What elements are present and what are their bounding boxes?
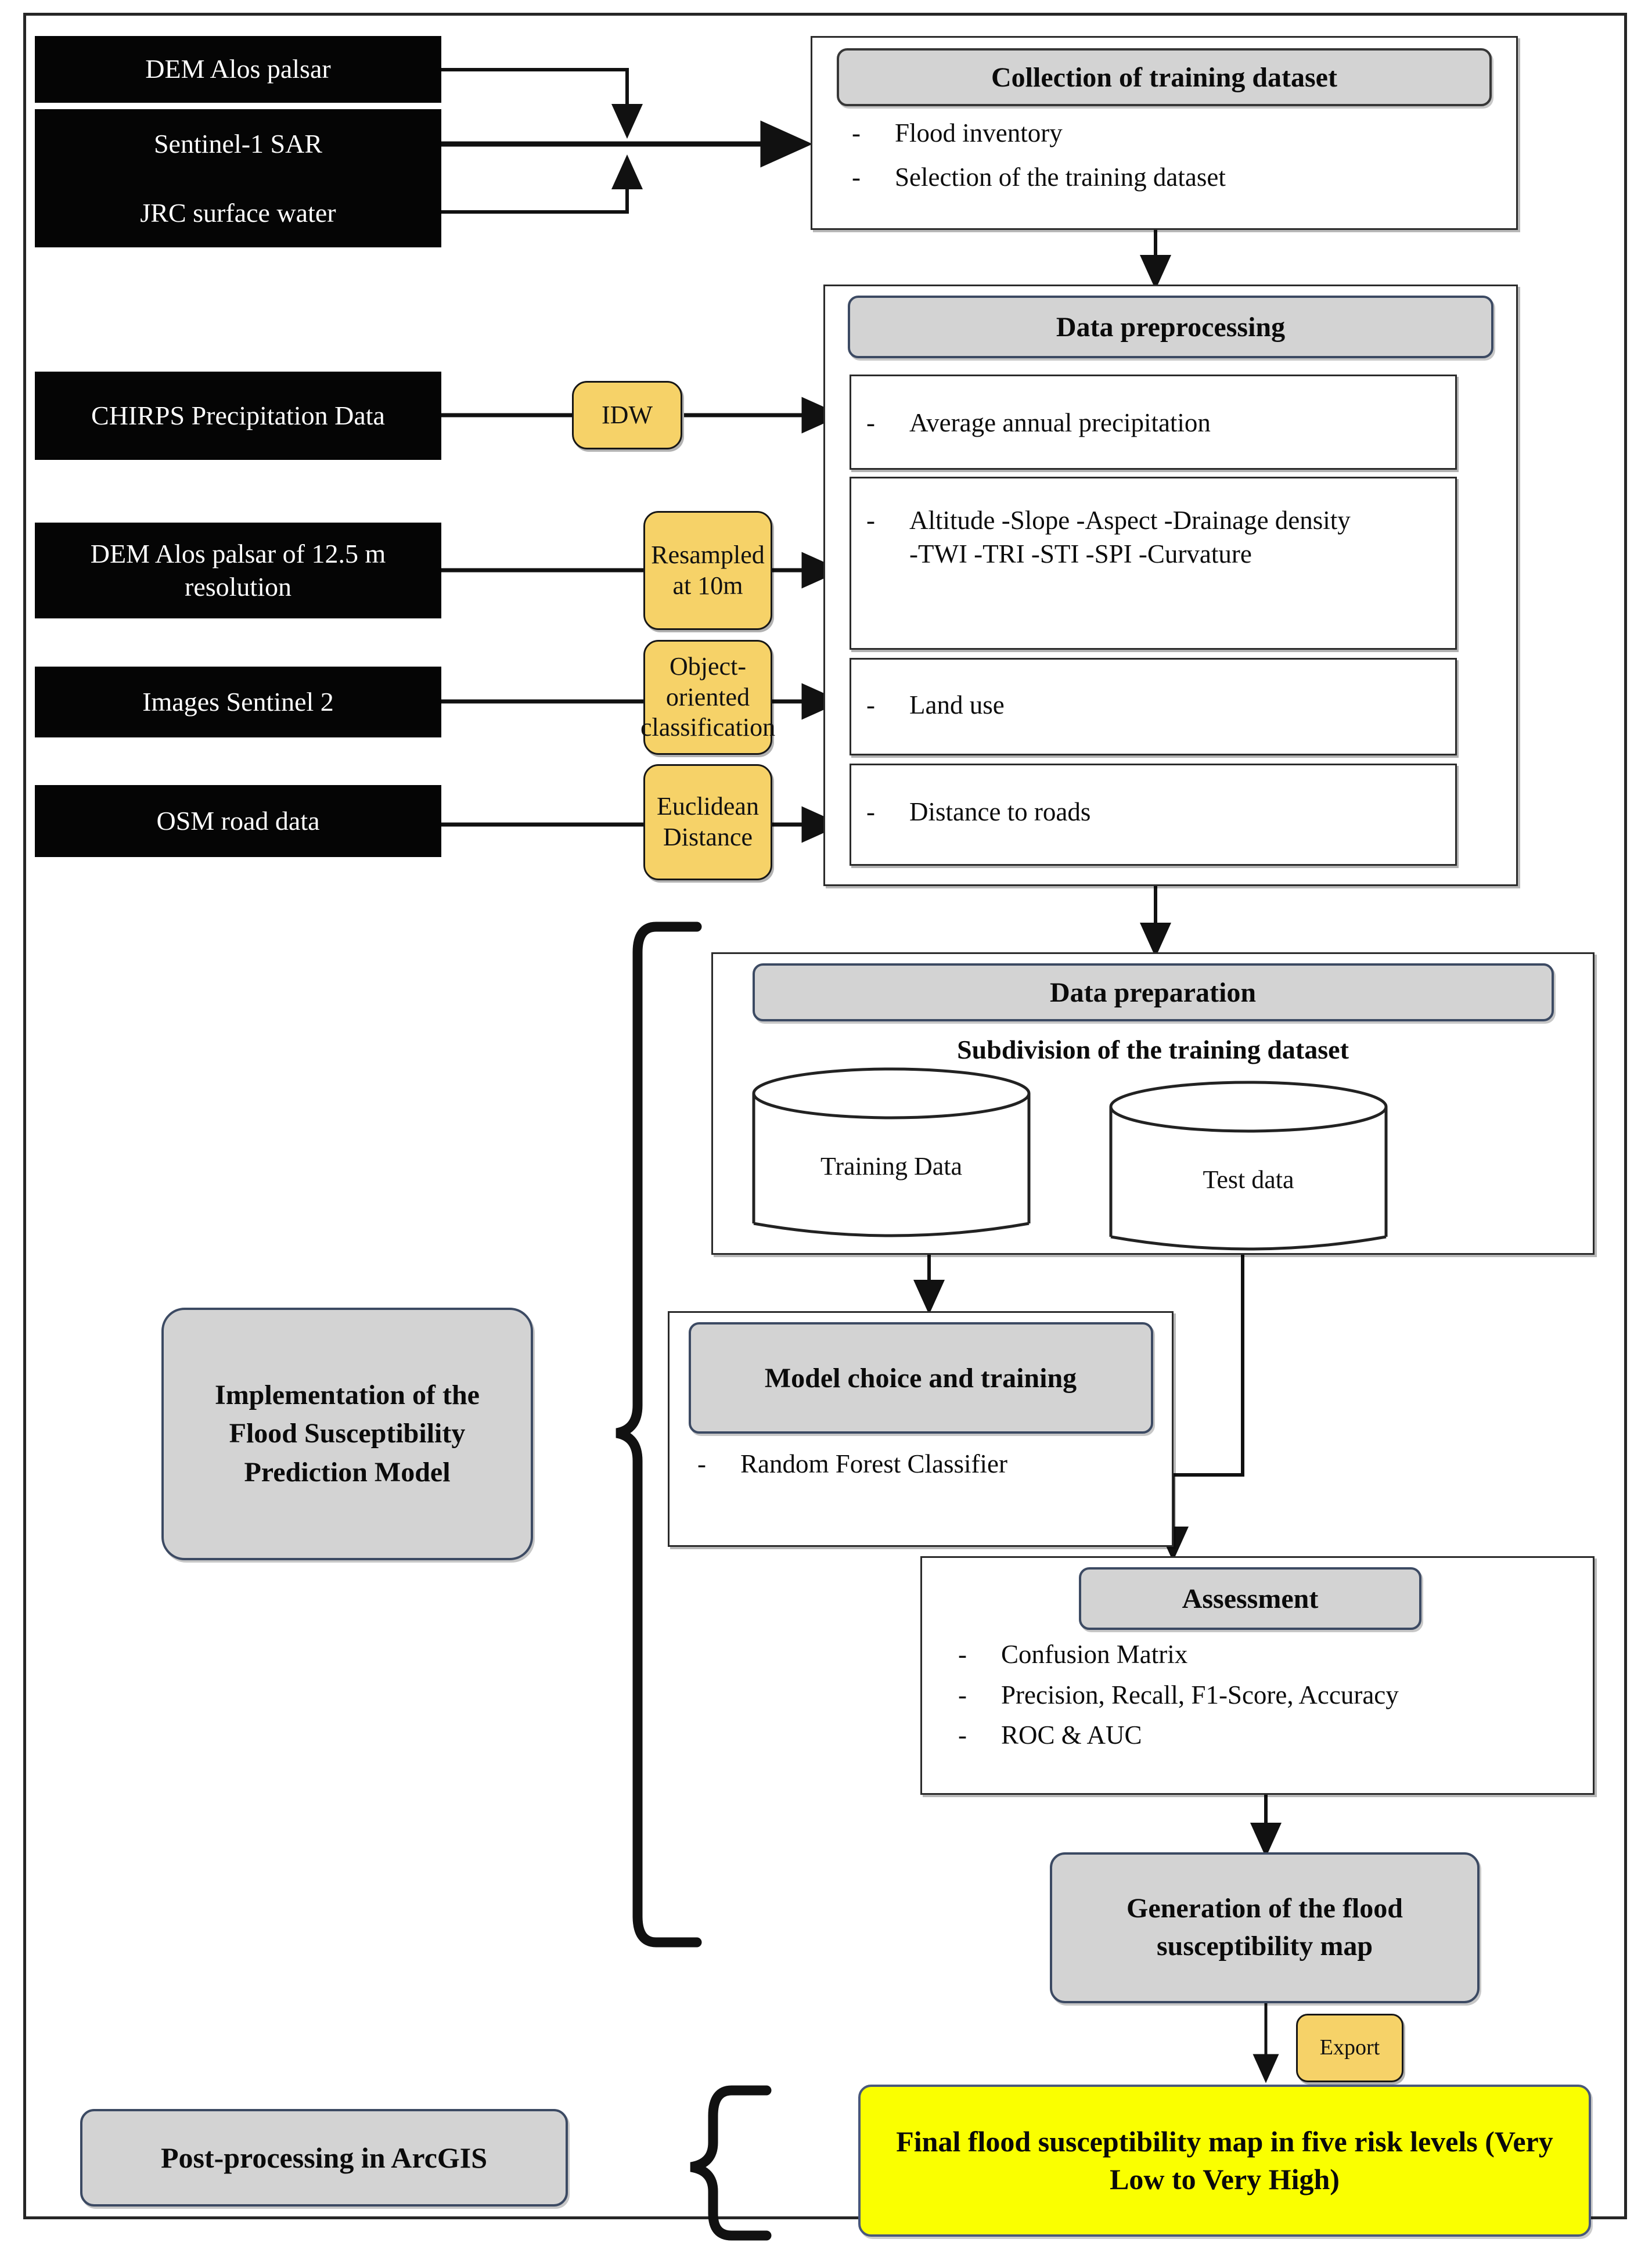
bullet-dash: - bbox=[958, 1721, 967, 1750]
process-label: Object-oriented classification bbox=[640, 652, 776, 742]
model-item-label: Random Forest Classifier bbox=[740, 1449, 1007, 1478]
preprocessing-header: Data preprocessing bbox=[848, 296, 1493, 358]
preprocessing-container: Data preprocessing - Average annual prec… bbox=[823, 285, 1518, 886]
source-label: JRC surface water bbox=[140, 197, 336, 228]
process-resampled-10m[interactable]: Resampled at 10m bbox=[643, 511, 772, 630]
collection-container: Collection of training dataset - Flood i… bbox=[811, 36, 1518, 230]
preprocessing-item: - Altitude -Slope -Aspect -Drainage dens… bbox=[851, 504, 1455, 571]
source-label: CHIRPS Precipitation Data bbox=[91, 400, 385, 430]
preprocessing-item-label: Distance to roads bbox=[909, 797, 1091, 826]
cylinder-label-text: Training Data bbox=[820, 1152, 963, 1180]
assessment-item: - Precision, Recall, F1-Score, Accuracy bbox=[943, 1679, 1593, 1712]
cylinder-training-data: Training Data bbox=[749, 1066, 1034, 1251]
collection-header: Collection of training dataset bbox=[837, 48, 1492, 106]
collection-item-label: Flood inventory bbox=[895, 118, 1063, 147]
source-dem-alos-12-5m: DEM Alos palsar of 12.5 m resolution bbox=[35, 523, 441, 618]
source-osm-road-data: OSM road data bbox=[35, 785, 441, 857]
process-export[interactable]: Export bbox=[1296, 2014, 1403, 2082]
preprocessing-title: Data preprocessing bbox=[1056, 311, 1286, 343]
assessment-item-label: ROC & AUC bbox=[1001, 1721, 1142, 1750]
bullet-dash: - bbox=[852, 162, 861, 192]
source-sentinel1-sar: Sentinel-1 SAR bbox=[35, 109, 441, 179]
model-header: Model choice and training bbox=[688, 1322, 1153, 1434]
process-idw[interactable]: IDW bbox=[572, 381, 682, 449]
source-chirps-precipitation: CHIRPS Precipitation Data bbox=[35, 372, 441, 460]
final-output-box: Final flood susceptibility map in five r… bbox=[858, 2085, 1591, 2237]
assessment-item-label: Confusion Matrix bbox=[1001, 1640, 1188, 1669]
preprocessing-item-box-terrain: - Altitude -Slope -Aspect -Drainage dens… bbox=[850, 477, 1457, 650]
bullet-dash: - bbox=[866, 408, 875, 437]
bullet-dash: - bbox=[958, 1680, 967, 1709]
postprocessing-title: Post-processing in ArcGIS bbox=[160, 2141, 488, 2174]
source-label: DEM Alos palsar of 12.5 m resolution bbox=[90, 539, 386, 602]
cylinder-test-data: Test data bbox=[1106, 1079, 1391, 1265]
preprocessing-item: - Land use bbox=[851, 689, 1455, 722]
process-label: IDW bbox=[602, 400, 653, 429]
source-dem-alos-palsar: DEM Alos palsar bbox=[35, 36, 441, 103]
source-images-sentinel2: Images Sentinel 2 bbox=[35, 667, 441, 737]
implementation-box: Implementation of the Flood Susceptibili… bbox=[161, 1308, 533, 1560]
bullet-dash: - bbox=[866, 690, 875, 719]
model-item: - Random Forest Classifier bbox=[682, 1448, 1172, 1481]
collection-item: - Flood inventory bbox=[837, 117, 1516, 150]
collection-title: Collection of training dataset bbox=[991, 62, 1337, 93]
bullet-dash: - bbox=[866, 797, 875, 826]
source-label: DEM Alos palsar bbox=[145, 54, 331, 84]
preprocessing-item: - Distance to roads bbox=[851, 796, 1455, 829]
preparation-subtitle-text: Subdivision of the training dataset bbox=[957, 1035, 1349, 1064]
cylinder-label-text: Test data bbox=[1203, 1165, 1294, 1194]
implementation-title: Implementation of the Flood Susceptibili… bbox=[215, 1380, 480, 1488]
collection-item-label: Selection of the training dataset bbox=[895, 162, 1226, 192]
preprocessing-item-label: Land use bbox=[909, 690, 1005, 719]
generation-title: Generation of the flood susceptibility m… bbox=[1126, 1893, 1403, 1961]
generation-box: Generation of the flood susceptibility m… bbox=[1050, 1852, 1480, 2003]
process-object-oriented-classification[interactable]: Object-oriented classification bbox=[640, 640, 776, 755]
preprocessing-item-label: Altitude -Slope -Aspect -Drainage densit… bbox=[909, 506, 1351, 568]
preparation-header: Data preparation bbox=[752, 963, 1554, 1021]
assessment-item-label: Precision, Recall, F1-Score, Accuracy bbox=[1001, 1680, 1399, 1709]
preprocessing-item-box-roads: - Distance to roads bbox=[850, 764, 1457, 866]
assessment-container: Assessment - Confusion Matrix - Precisio… bbox=[920, 1556, 1595, 1795]
preparation-title: Data preparation bbox=[1049, 977, 1257, 1008]
source-label: Sentinel-1 SAR bbox=[153, 128, 323, 159]
source-label: OSM road data bbox=[156, 805, 320, 836]
assessment-header: Assessment bbox=[1079, 1567, 1421, 1630]
process-label: Resampled at 10m bbox=[651, 540, 765, 600]
process-label: Export bbox=[1319, 2035, 1380, 2060]
model-title: Model choice and training bbox=[764, 1362, 1077, 1394]
assessment-item: - Confusion Matrix bbox=[943, 1638, 1593, 1672]
bullet-dash: - bbox=[852, 118, 861, 147]
preprocessing-item-box-precipitation: - Average annual precipitation bbox=[850, 375, 1457, 470]
postprocessing-box: Post-processing in ArcGIS bbox=[80, 2109, 568, 2207]
bullet-dash: - bbox=[866, 506, 875, 535]
source-label: Images Sentinel 2 bbox=[142, 686, 334, 717]
assessment-item: - ROC & AUC bbox=[943, 1719, 1593, 1752]
preprocessing-item: - Average annual precipitation bbox=[851, 406, 1455, 440]
preprocessing-item-box-landuse: - Land use bbox=[850, 658, 1457, 755]
cylinder-test-data-label: Test data bbox=[1106, 1165, 1391, 1194]
assessment-title: Assessment bbox=[1182, 1583, 1319, 1614]
source-jrc-surface-water: JRC surface water bbox=[35, 179, 441, 247]
process-label: Euclidean Distance bbox=[657, 792, 759, 851]
collection-item: - Selection of the training dataset bbox=[837, 161, 1516, 195]
preprocessing-item-label: Average annual precipitation bbox=[909, 408, 1211, 437]
model-container: Model choice and training - Random Fores… bbox=[668, 1311, 1174, 1547]
cylinder-training-data-label: Training Data bbox=[749, 1151, 1034, 1181]
process-euclidean-distance[interactable]: Euclidean Distance bbox=[643, 764, 772, 880]
final-output-title: Final flood susceptibility map in five r… bbox=[896, 2125, 1553, 2195]
bullet-dash: - bbox=[697, 1449, 706, 1478]
preparation-subtitle: Subdivision of the training dataset bbox=[713, 1034, 1593, 1065]
bullet-dash: - bbox=[958, 1640, 967, 1669]
